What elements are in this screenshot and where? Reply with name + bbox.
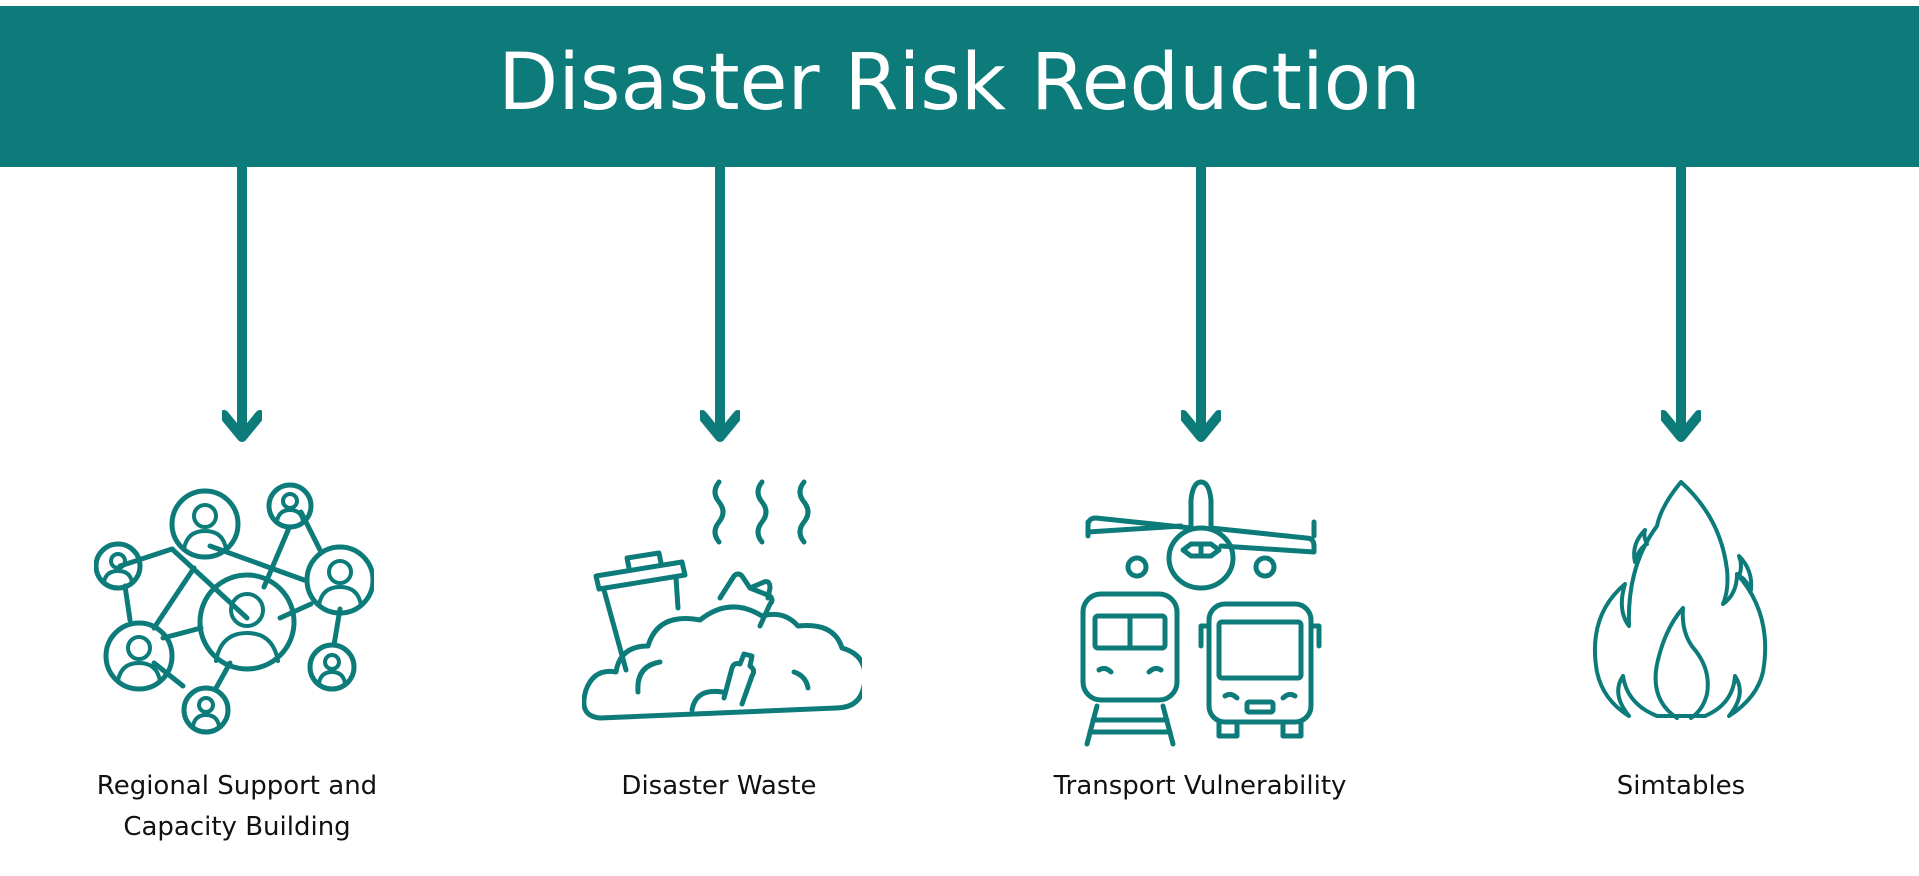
- fire-icon: [1541, 470, 1821, 750]
- arrow-to-transport-vulnerability: [1181, 167, 1221, 447]
- title-banner: Disaster Risk Reduction: [0, 6, 1919, 167]
- arrow-to-simtables: [1661, 167, 1701, 447]
- waste-pile-icon: [581, 470, 868, 750]
- arrow-to-disaster-waste: [700, 167, 740, 447]
- transport-vehicles-icon: [1061, 470, 1341, 750]
- arrow-to-regional-support: [222, 167, 262, 447]
- label-transport-vulnerability: Transport Vulnerability: [1000, 766, 1400, 807]
- label-line: Simtables: [1616, 771, 1746, 801]
- label-line: Disaster Waste: [621, 771, 817, 801]
- label-simtables: Simtables: [1481, 766, 1881, 807]
- label-line: Capacity Building: [123, 812, 351, 842]
- people-network-icon: [93, 470, 376, 750]
- diagram-title: Disaster Risk Reduction: [498, 37, 1421, 128]
- label-line: Transport Vulnerability: [1053, 771, 1347, 801]
- label-disaster-waste: Disaster Waste: [519, 766, 919, 807]
- label-regional-support: Regional Support and Capacity Building: [37, 766, 437, 848]
- label-line: Regional Support and: [96, 771, 378, 801]
